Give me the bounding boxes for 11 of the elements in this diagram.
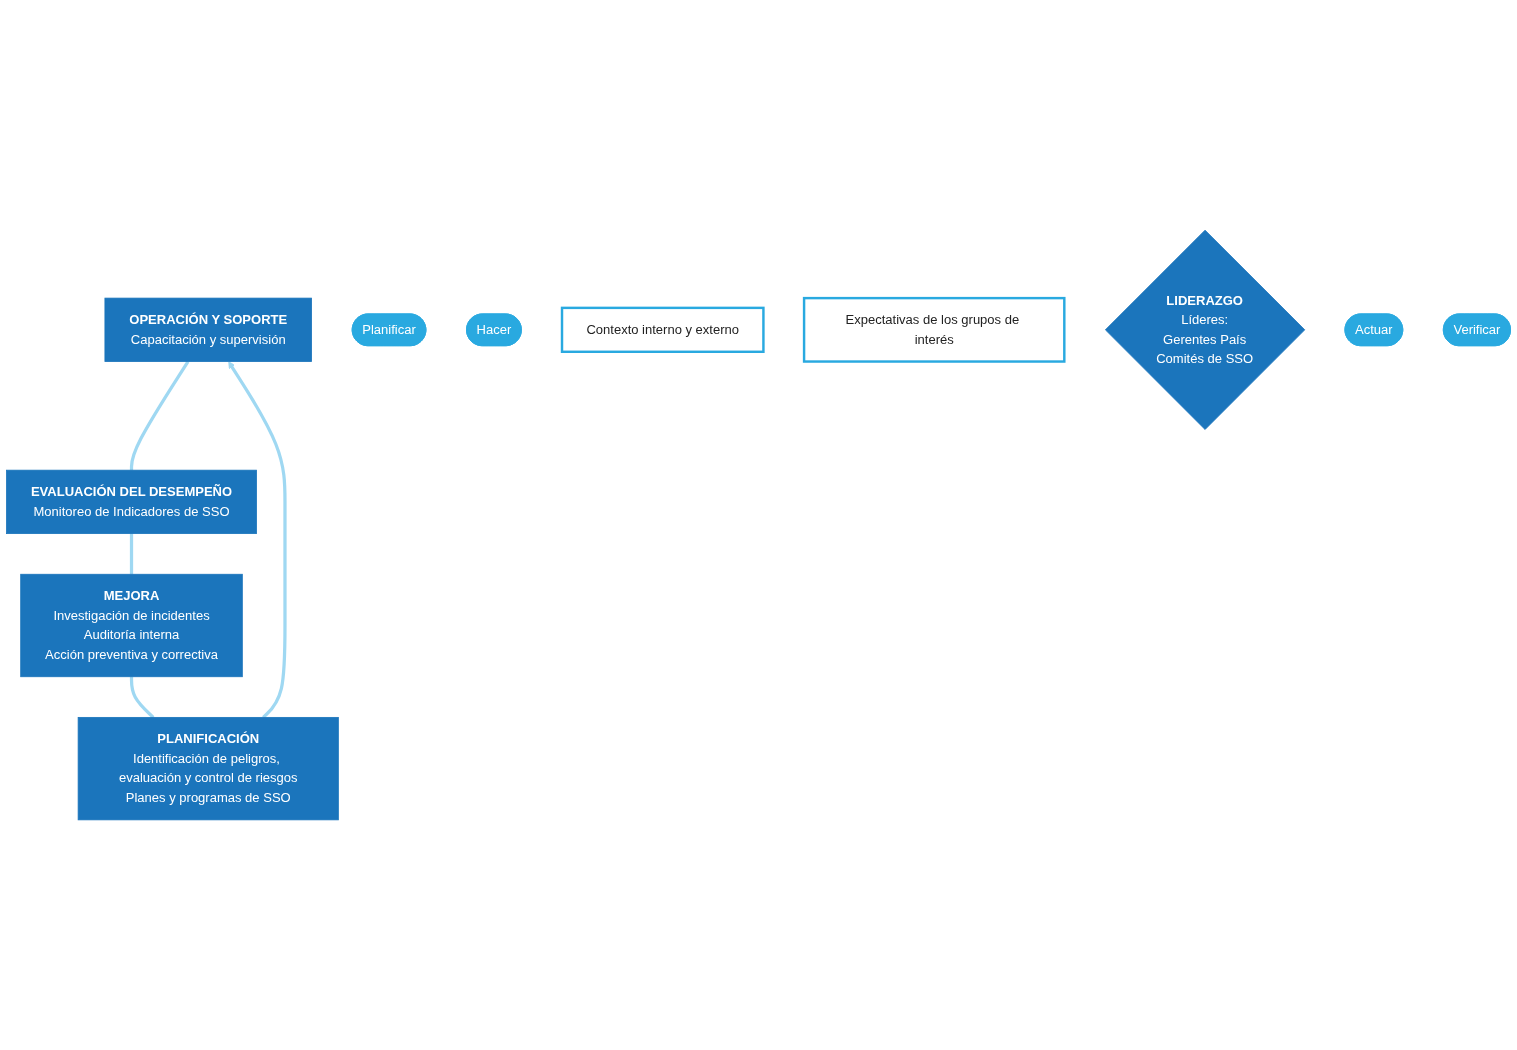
node-diamond: LIDERAZGO Líderes: Gerentes País Comités de SSO <box>1104 229 1306 430</box>
node-box: EVALUACIÓN DEL DESEMPEÑO Monitoreo de Indicadores de SSO <box>6 469 257 534</box>
node-box: Contexto interno y externo <box>560 306 765 353</box>
connector <box>129 533 134 575</box>
node-box: PLANIFICACIÓN Identificación de peligros, evaluación y control de riesgos Planes y programas de SSO <box>77 717 339 821</box>
connector <box>129 360 190 471</box>
node-box: Expectativas de los grupos de interés <box>802 296 1066 363</box>
arrow <box>228 361 287 719</box>
connector <box>129 676 155 719</box>
node-box: OPERACIÓN Y SOPORTE Capacitación y supervisión <box>104 297 312 362</box>
node-box: MEJORA Investigación de incidentes Auditoría interna Acción preventiva y correctiva <box>20 573 243 678</box>
